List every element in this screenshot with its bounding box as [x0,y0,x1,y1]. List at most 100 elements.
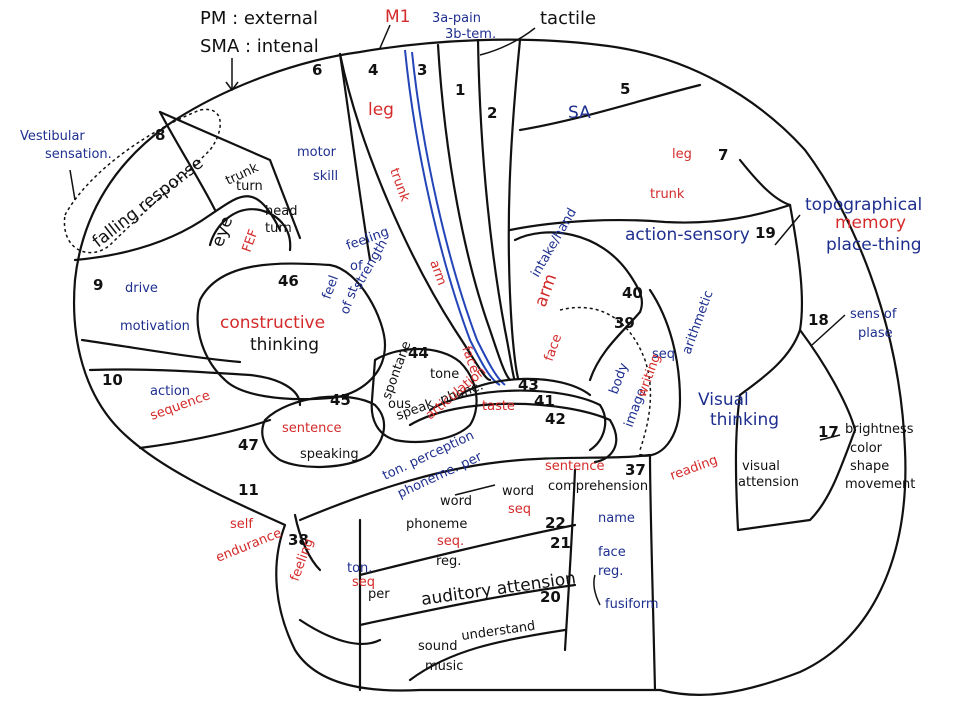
topo-label-1: topographical [805,195,922,215]
action-sensory-label: action-sensory [625,225,750,245]
music-label: music [425,659,463,674]
area-number-9: 9 [93,276,103,294]
trunk-sa-label: trunk [650,187,685,202]
word-arrow [454,484,496,496]
boundary-10-47 [88,368,302,407]
boundary-20-bottom [408,628,567,682]
sens-label-1: sens of [850,307,897,322]
area-43-arc [458,377,592,397]
area-number-6: 6 [312,61,322,79]
vestibular-label: Vestibular [20,129,85,144]
brain-outline [73,38,907,696]
area-number-10: 10 [102,371,123,389]
area-number-17: 17 [818,423,839,441]
sens-pointer [811,314,846,346]
word-seq-label: word [502,484,534,499]
boundary-9-10 [80,338,242,364]
face-s-label: face [542,332,566,363]
area-number-44: 44 [408,344,429,362]
taste-label: taste [482,399,515,414]
boundary-47 [138,418,272,450]
area-number-18: 18 [808,311,829,329]
name-label: name [598,511,635,526]
turn-label: turn [236,179,263,194]
boundary-pole [298,618,382,645]
per-label: per [368,587,390,602]
m1-pointer [379,24,391,49]
ous-label: ous [388,397,411,412]
area-number-41: 41 [534,392,555,410]
fusiform-label: fusiform [605,597,659,612]
area-46-outline [196,262,387,401]
reading-label: reading [668,453,720,484]
face-reg-label-2: reg. [598,564,623,579]
visual-thinking-label: Visual [698,390,749,410]
head-label: head [265,204,297,219]
phoneme-label: phoneme [406,517,467,532]
word-label: word [440,494,472,509]
area-number-22: 22 [545,514,566,532]
m1-blue-sulcus-2 [411,51,506,386]
sentence-45-label: sentence [282,421,342,436]
topo-pointer [774,214,801,246]
area-number-8: 8 [155,126,165,144]
arithmetic-label: arithmetic [680,288,717,356]
intake-label: intake/hand [528,206,580,280]
area-number-38: 38 [288,531,309,549]
visual-attension-label: visual [742,459,780,474]
area-number-21: 21 [550,534,571,552]
area-number-40: 40 [622,284,643,302]
comprehension-label: comprehension [548,479,648,494]
bright-label-2: color [850,441,883,456]
boundary-fusiform [563,468,577,652]
area-42-arc [408,402,618,464]
area-number-20: 20 [540,588,561,606]
drive-label: drive [125,281,158,296]
area-number-7: 7 [718,146,728,164]
area-45-outline [261,395,386,468]
topo-label-2: memory [835,213,906,233]
pm-arrow-head [225,81,239,92]
boundary-visual-attension [734,393,742,532]
motor-label: motor [297,145,337,160]
sound-label: sound [418,639,457,654]
seq-39-label: seq [652,347,675,362]
area-44-outline [370,347,478,443]
face-reg-label: face [598,545,626,560]
feel-label: feel [320,274,342,302]
fef-label: FEF [240,227,262,254]
boundary-reading [648,453,657,692]
trunk-m1-label: trunk [386,166,412,204]
motivation-label: motivation [120,319,190,334]
fusiform-pointer [593,574,601,606]
boundary-22-21 [358,523,577,577]
falling-response-dash [63,108,221,254]
eye-label: eye [208,214,237,250]
body-image-label: body [607,361,632,397]
temp-label: 3b-tem. [445,27,496,42]
seq-label: seq. [437,534,464,549]
tactile-label: tactile [540,8,596,29]
visual-thinking-label-2: thinking [710,410,779,430]
area-number-1: 1 [455,81,465,99]
boundary-7-19 [738,158,792,207]
pain-label: 3a-pain [432,11,481,26]
sma-label: SMA : intenal [200,36,319,57]
area-39-outline [638,288,682,457]
boundary-6-trunk [158,110,302,240]
reg-label: reg. [436,554,461,569]
area-number-5: 5 [620,80,630,98]
word-seq-label-2: seq [508,502,531,517]
vestibular-label-2: sensation. [45,147,112,162]
bright-label-4: movement [845,477,915,492]
area-39-dash [559,306,652,451]
visual-attension-label-2: attension [738,475,799,490]
speaking-label: speaking [300,447,359,462]
thinking-label: thinking [250,335,319,355]
boundary-parietal-lower [508,203,792,232]
topo-label-3: place-thing [826,235,922,255]
boundary-21-20 [358,583,577,627]
area-number-11: 11 [238,481,259,499]
area-number-42: 42 [545,410,566,428]
ton-label: ton. [347,561,372,576]
